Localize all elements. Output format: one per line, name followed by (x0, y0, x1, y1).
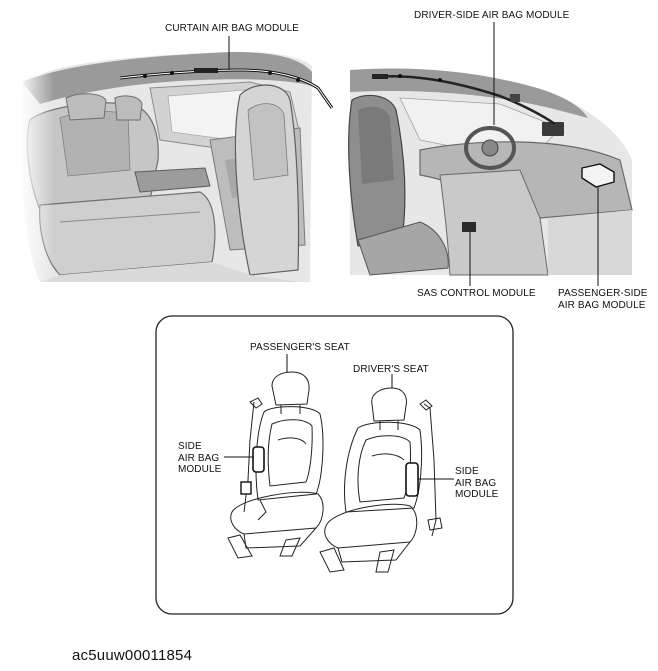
sas-control-module-marker (462, 222, 476, 232)
passenger-side-air-bag-module-label: PASSENGER-SIDE AIR BAG MODULE (558, 288, 648, 311)
drivers-seat-drawing (319, 387, 443, 573)
passengers-side-air-bag-marker (252, 446, 265, 473)
driver-side-air-bag-module-label: DRIVER-SIDE AIR BAG MODULE (414, 10, 570, 21)
side-air-bag-module-label-left: SIDE AIR BAG MODULE (178, 441, 222, 475)
figure-code: ac5uuw00011854 (72, 647, 193, 664)
drivers-seat-label: DRIVER'S SEAT (353, 364, 429, 375)
curtain-air-bag-module-label: CURTAIN AIR BAG MODULE (165, 23, 300, 34)
rear-cabin-illustration (18, 50, 334, 285)
drivers-side-air-bag-marker (405, 462, 419, 497)
sas-control-module-label: SAS CONTROL MODULE (417, 288, 536, 299)
passengers-seat-drawing (227, 371, 324, 559)
passenger-side-air-bag-module-marker (581, 163, 615, 188)
side-air-bag-module-label-right: SIDE AIR BAG MODULE (455, 466, 499, 500)
front-cabin-illustration (348, 68, 633, 276)
passengers-seat-label: PASSENGER'S SEAT (250, 342, 350, 353)
